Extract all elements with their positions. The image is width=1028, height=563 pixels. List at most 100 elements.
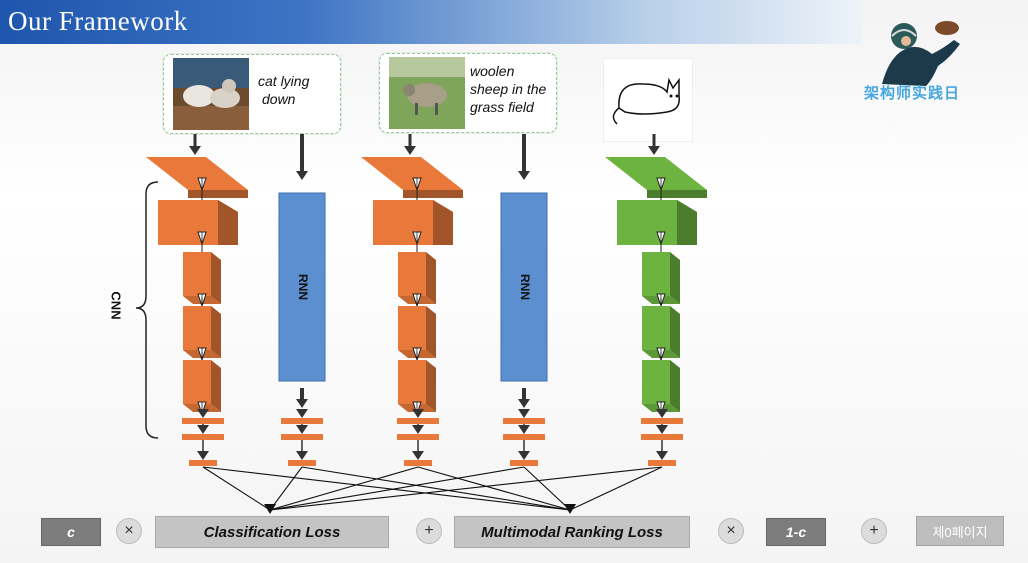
cnn-3-feature-bar-2 [641,434,683,440]
connection-line [417,466,571,511]
rnn-2-feature-bar-2 [503,434,545,440]
cnn-2-block-side [426,306,436,358]
connection-arrowhead [564,504,576,514]
times-symbol: × [124,522,134,539]
times-operator: × [116,518,142,544]
branches [135,134,707,466]
cnn-2-fc-arrow-1-head [412,409,424,418]
cnn-2-block-3 [398,360,426,404]
plus-symbol: + [424,522,434,539]
cnn-3-block-1 [642,252,670,296]
connections [202,466,663,514]
logo-icon [882,21,960,86]
cnn-1-layer-1-edge [188,190,248,198]
slide-number-text: 제0페이지 [932,524,988,540]
cnn-2-layer-2 [373,200,433,245]
cnn-2-feature-bar-1 [397,418,439,424]
connection-line [269,466,303,511]
cnn-2-layer-2-side [433,200,453,245]
rnn-1-fc-arrow-1-head [296,409,308,418]
cnn-1-block-side [211,252,221,304]
cnn-3-block-side [670,252,680,304]
caption-line: sheep in the [470,81,547,97]
rnn-1-output-arrow-head [296,399,308,408]
cnn-1-input-arrow-head [189,146,201,155]
cnn-2-block-side [426,360,436,412]
rnn-2-label: RNN [518,274,532,300]
cnn-1-layer-2-side [218,200,238,245]
plus-operator: + [416,518,442,544]
cnn-2-feature-bar-3 [404,460,432,466]
cnn-1-layer-2 [158,200,218,245]
plus-symbol: + [869,522,879,539]
c-weight-box: c [41,518,101,546]
cnn-2-input-arrow-head [404,146,416,155]
cnn-1-block-3 [183,360,211,404]
cnn-3-layer-1-edge [647,190,707,198]
cnn-label: CNN [108,291,124,320]
cnn-3-fc-arrow-3-head [656,451,668,460]
connection-line [269,466,419,511]
connection-line [202,466,571,511]
rnn-2-fc-arrow-1-head [518,409,530,418]
cnn-3-feature-bar-1 [641,418,683,424]
rnn-1-block [278,192,326,382]
cnn-2-layer-1 [361,157,463,190]
one-minus-c-label: 1-c [785,524,807,540]
times-operator-2: × [718,518,744,544]
cnn-2-fc-arrow-3-head [412,451,424,460]
cnn-1-layer-1 [146,157,248,190]
connection-line [301,466,571,511]
cnn-3-block-side [670,306,680,358]
cnn-1-fc-arrow-1-head [197,409,209,418]
connection-line [269,466,525,511]
caption-line: down [262,91,296,107]
rnn-1-feature-bar-2 [281,434,323,440]
ranking-loss-box: Multimodal Ranking Loss [454,516,690,548]
cnn-2-block-side [426,252,436,304]
cnn-3-fc-arrow-1-head [656,409,668,418]
rnn-2-fc-arrow-2-head [518,425,530,434]
rnn-1-label: RNN [296,274,310,300]
rnn-2-input-arrow-head [518,171,530,180]
cnn-3-block-side [670,360,680,412]
cnn-2-block-2 [398,306,426,350]
cnn-bracket [135,181,159,439]
one-minus-c-box: 1-c [766,518,826,546]
input-1-caption: cat lying down [258,72,309,108]
cnn-2-feature-bar-2 [397,434,439,440]
cat-sketch [603,58,693,142]
rnn-1-feature-bar-3 [288,460,316,466]
logo-text: 架构师实践日 [864,85,961,102]
plus-operator-2: + [861,518,887,544]
caption-line: cat lying [258,73,310,89]
caption-line: woolen [470,63,515,79]
cnn-3-layer-2 [617,200,677,245]
times-symbol: × [726,522,736,539]
rnn-2-feature-bar-3 [510,460,538,466]
connection-line [202,466,271,511]
caption-line: grass field [470,99,534,115]
classification-loss-label: Classification Loss [203,523,341,541]
cnn-1-feature-bar-1 [182,418,224,424]
title-bar: Our Framework [0,0,862,44]
classification-loss-box: Classification Loss [155,516,389,548]
page-title: Our Framework [8,6,188,36]
ranking-loss-label: Multimodal Ranking Loss [481,523,663,541]
cnn-1-feature-bar-3 [189,460,217,466]
connection-line [269,466,663,511]
cnn-3-block-2 [642,306,670,350]
cnn-1-block-side [211,360,221,412]
rnn-1-fc-arrow-2-head [296,425,308,434]
rnn-1-input-arrow-head [296,171,308,180]
sheep-photo [389,57,465,129]
rnn-2-fc-arrow-3-head [518,451,530,460]
cnn-1-block-1 [183,252,211,296]
cnn-3-fc-arrow-2-head [656,425,668,434]
cnn-1-block-2 [183,306,211,350]
connection-arrowhead [264,504,276,514]
connection-line [569,466,663,511]
c-weight-label: c [67,524,75,540]
cnn-1-feature-bar-2 [182,434,224,440]
